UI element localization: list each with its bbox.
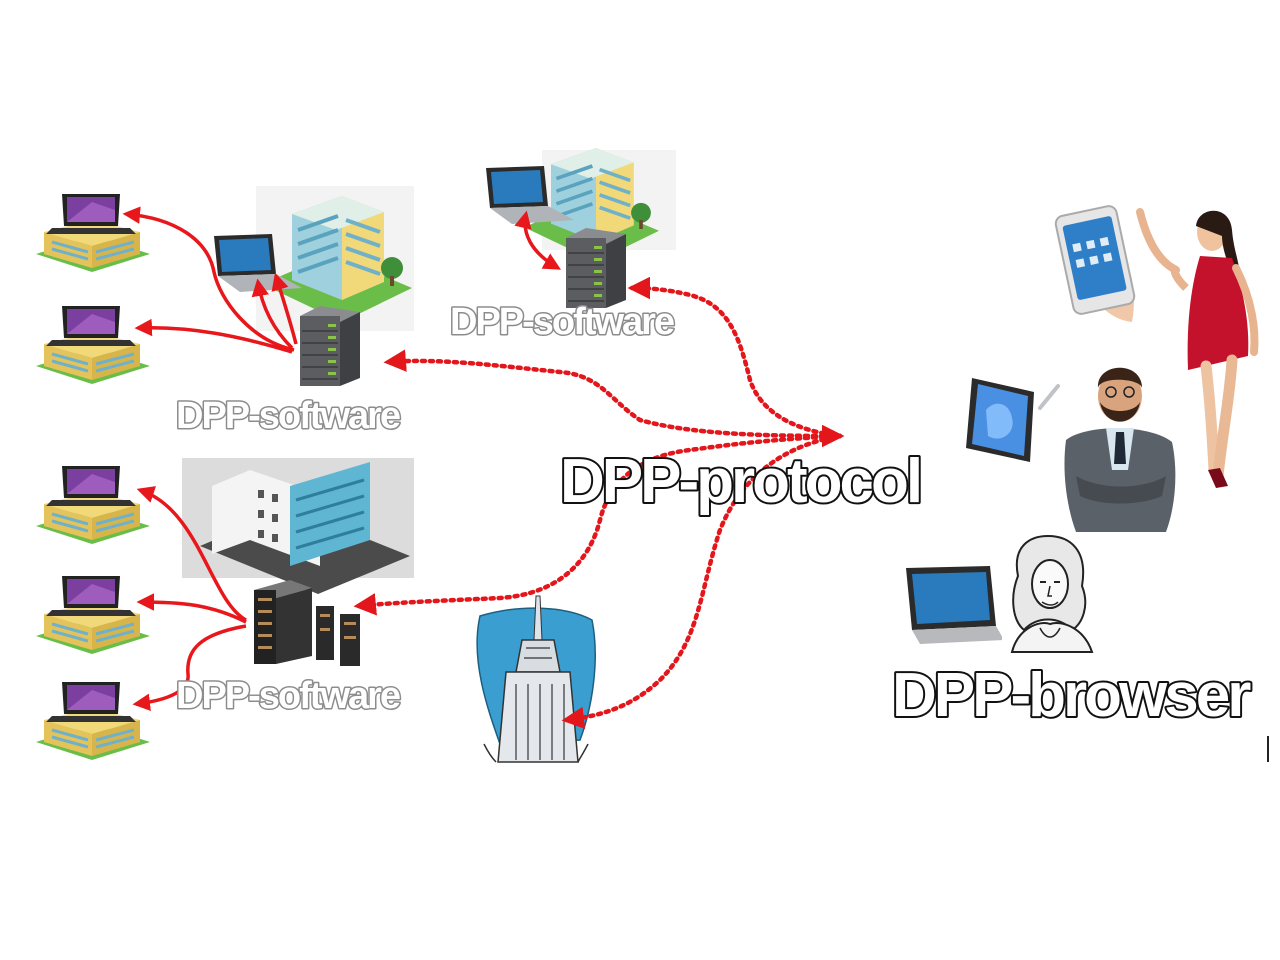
software-label-top-center: DPP-software xyxy=(450,301,674,343)
data-center-icon xyxy=(254,580,360,666)
top-center-cluster: DPP-software xyxy=(449,146,677,345)
laptop-icon xyxy=(34,192,152,274)
businessman-figure-icon xyxy=(1064,367,1176,532)
protocol-label: DPP-protocol xyxy=(560,447,920,516)
browser-users: DPP-browser xyxy=(890,205,1259,732)
laptop-icon xyxy=(34,574,152,656)
server-icon xyxy=(565,227,627,309)
bottom-left-cluster: DPP-software xyxy=(34,458,414,762)
software-label-top-left: DPP-software xyxy=(176,395,400,437)
server-icon xyxy=(299,305,361,387)
laptop-icon xyxy=(34,464,152,546)
local-arrow xyxy=(514,210,562,270)
protocol-arrows xyxy=(353,276,845,730)
portrait-figure-icon xyxy=(1002,534,1096,653)
laptop-icon xyxy=(906,566,1004,644)
skyscraper-icon xyxy=(476,595,596,763)
smartphone-icon xyxy=(1054,205,1136,322)
software-label-bottom-left: DPP-software xyxy=(176,675,400,717)
local-arrows xyxy=(122,206,298,354)
laptop-icon xyxy=(34,304,152,386)
top-left-cluster: DPP-software xyxy=(34,186,414,439)
laptop-icon xyxy=(34,680,152,762)
woman-figure-icon xyxy=(1136,208,1259,488)
tablet-icon xyxy=(966,378,1060,462)
local-arrows xyxy=(132,486,247,712)
corporate-building-icon xyxy=(200,462,410,594)
browser-label: DPP-browser xyxy=(892,661,1251,730)
